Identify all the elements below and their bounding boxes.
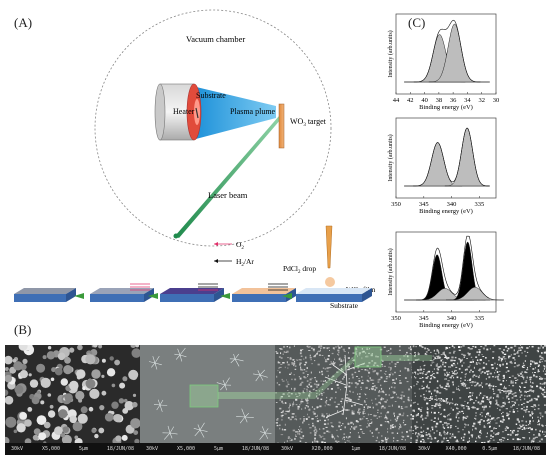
xps-frame [395, 117, 497, 199]
xps-tick-label: 36 [450, 97, 457, 104]
process-step-3 [160, 283, 224, 302]
wo3-target-label: WO3 target [290, 117, 327, 128]
xps-tick-label: 335 [474, 315, 484, 322]
h2ar-label: H2/Ar [236, 257, 254, 268]
laser-beam [175, 116, 281, 238]
xps-tick-label: 32 [478, 97, 485, 104]
pipette [325, 225, 333, 269]
xps-xlabel: Binding energy (eV) [419, 208, 473, 215]
wo3-target [278, 103, 285, 149]
o2-label: O2 [236, 240, 244, 251]
xps-envelope [404, 19, 490, 83]
pld-schematic: Vacuum chamber Laser beam Heater Substra… [14, 9, 376, 310]
xps-tick-label: 44 [393, 97, 400, 104]
process-step-2 [232, 283, 296, 302]
heater-label: Heater [173, 107, 195, 116]
plasma-plume [192, 86, 276, 140]
xps-tick-label: 350 [391, 315, 401, 322]
panel-label-c: (C) [408, 15, 426, 30]
xps-peak-4 [445, 286, 504, 301]
xps-ylabel: Intensity (arb.units) [387, 248, 394, 295]
process-step-1 [296, 288, 372, 302]
vacuum-chamber-outline [94, 9, 332, 247]
xps-tick-label: 40 [421, 97, 428, 104]
xps-peak-2 [444, 127, 490, 187]
xps-tick-label: 335 [474, 201, 484, 208]
xps-tick-label: 340 [447, 201, 457, 208]
process-step-4 [90, 283, 154, 302]
substrate-label: Substrate [196, 91, 226, 100]
xps-tick-label: 345 [419, 315, 429, 322]
xps-peak-1 [412, 142, 463, 187]
process-arrows [74, 293, 292, 299]
xps-tick-label: 34 [464, 97, 471, 104]
plasma-plume-label: Plasma plume [230, 107, 276, 116]
xps-tick-label: 30 [493, 97, 500, 104]
xps-ylabel: Intensity (arb.units) [387, 134, 394, 181]
panel-label-b: (B) [14, 322, 32, 337]
vacuum-chamber-label: Vacuum chamber [186, 34, 245, 44]
xps-tick-label: 38 [436, 97, 443, 104]
xps-tick-label: 340 [447, 315, 457, 322]
xps-frame [395, 13, 497, 95]
xps-tick-label: 345 [419, 201, 429, 208]
pdcl2-label: PdCl2 drop [283, 264, 316, 275]
pdcl2-drop [325, 277, 335, 287]
xps-tick-label: 350 [391, 201, 401, 208]
xps-xlabel: Binding energy (eV) [419, 104, 473, 111]
xps-tick-label: 42 [407, 97, 414, 104]
laser-beam-label: Laser beam [208, 190, 248, 200]
process-step-5 [14, 288, 76, 302]
xps-envelope [404, 127, 490, 187]
xps-ylabel: Intensity (arb.units) [387, 30, 394, 77]
xps-envelope [404, 235, 490, 301]
xps-xlabel: Binding energy (eV) [419, 322, 473, 329]
xps-frame [395, 231, 497, 313]
process-substrate-label: Substrate [330, 301, 359, 310]
panel-label-a: (A) [14, 15, 33, 30]
